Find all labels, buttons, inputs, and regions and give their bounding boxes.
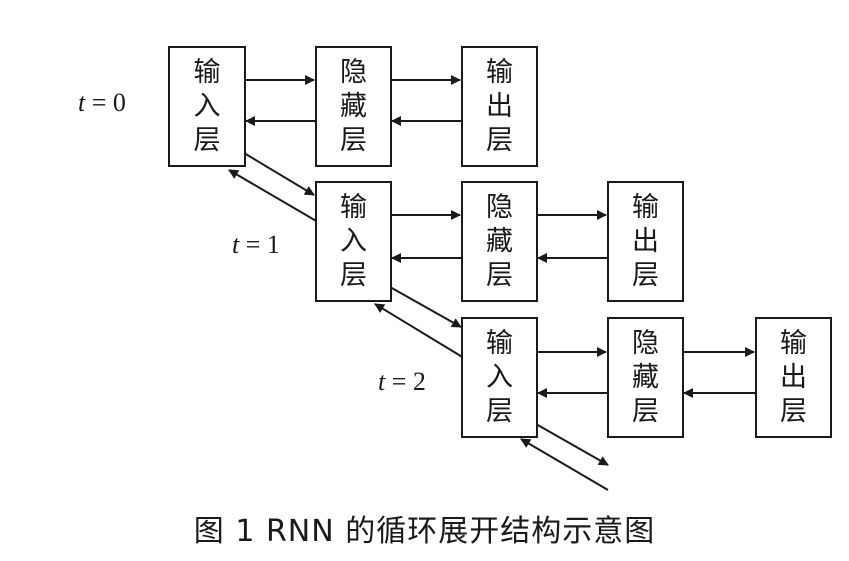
input-layer-box-t2: 输 入 层 bbox=[461, 317, 538, 438]
hidden-layer-box-t0: 隐 藏 层 bbox=[315, 46, 392, 167]
output-layer-box-t2: 输 出 层 bbox=[755, 317, 832, 438]
time-label-t2: t = 2 bbox=[378, 367, 426, 396]
time-label-t1: t = 1 bbox=[232, 230, 280, 259]
arrow-input-t2-to-input-t1 bbox=[374, 303, 465, 359]
hidden-layer-box-t2: 隐 藏 层 bbox=[607, 317, 684, 438]
hidden-layer-box-t1: 隐 藏 层 bbox=[461, 181, 538, 302]
arrow-input-t2-to-next bbox=[535, 423, 609, 466]
figure-caption: 图 1 RNN 的循环展开结构示意图 bbox=[193, 514, 656, 549]
arrow-input-t1-to-input-t2 bbox=[389, 286, 462, 328]
input-layer-box-t0: 输 入 层 bbox=[168, 46, 246, 167]
arrow-next-to-input-t2 bbox=[520, 438, 609, 491]
output-layer-box-t0: 输 出 层 bbox=[461, 46, 538, 167]
arrow-input-t1-to-input-t0 bbox=[228, 169, 319, 223]
arrow-input-t0-to-input-t1 bbox=[243, 152, 315, 196]
input-layer-box-t1: 输 入 层 bbox=[315, 181, 392, 302]
output-layer-box-t1: 输 出 层 bbox=[607, 181, 684, 302]
time-label-t0: t = 0 bbox=[78, 88, 126, 117]
